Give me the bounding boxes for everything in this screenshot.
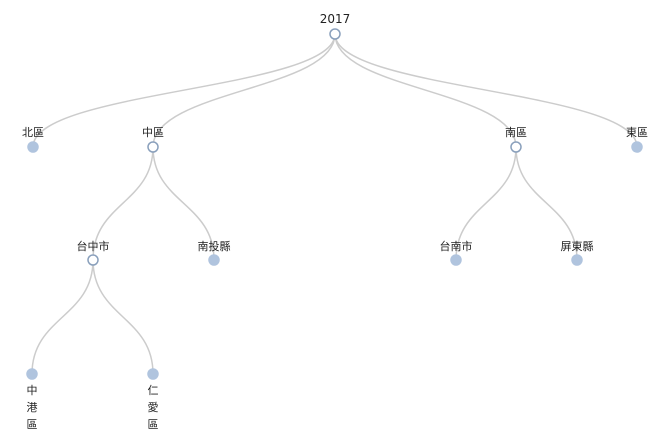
- node-north-label: 北區: [22, 126, 44, 139]
- node-nantou-circle[interactable]: [208, 254, 220, 266]
- node-central[interactable]: 中區: [142, 126, 164, 153]
- node-central-circle[interactable]: [147, 141, 159, 153]
- node-tainan[interactable]: 台南市: [440, 239, 473, 266]
- node-renai-label-char-2: 愛: [148, 401, 159, 414]
- node-zhonggang[interactable]: 中 港 區: [26, 368, 38, 431]
- link-central-nantou: [152, 146, 215, 261]
- link-root-north: [32, 33, 336, 148]
- node-pingtung[interactable]: 屏東縣: [561, 240, 594, 266]
- node-nantou-label: 南投縣: [198, 239, 231, 253]
- node-east-circle[interactable]: [631, 141, 643, 153]
- node-renai-circle[interactable]: [147, 368, 159, 380]
- node-taichung[interactable]: 台中市: [77, 239, 110, 266]
- node-taichung-label: 台中市: [77, 239, 110, 253]
- node-central-label: 中區: [142, 126, 164, 139]
- node-renai-label-char-1: 仁: [148, 384, 159, 397]
- node-tainan-label: 台南市: [440, 239, 473, 253]
- node-nantou[interactable]: 南投縣: [198, 239, 231, 266]
- node-south[interactable]: 南區: [505, 126, 527, 153]
- node-north[interactable]: 北區: [22, 126, 44, 153]
- node-pingtung-circle[interactable]: [571, 254, 583, 266]
- link-south-tainan: [455, 146, 517, 261]
- node-south-circle[interactable]: [510, 141, 522, 153]
- node-zhonggang-circle[interactable]: [26, 368, 38, 380]
- node-renai[interactable]: 仁 愛 區: [147, 368, 159, 431]
- node-root-circle[interactable]: [329, 28, 341, 40]
- node-tainan-circle[interactable]: [450, 254, 462, 266]
- link-taichung-renai: [92, 259, 154, 375]
- node-south-label: 南區: [505, 126, 527, 139]
- node-zhonggang-label-char-3: 區: [27, 418, 38, 431]
- node-east-label: 東區: [626, 126, 648, 139]
- link-root-central: [152, 33, 336, 148]
- node-root-label: 2017: [320, 12, 351, 26]
- node-pingtung-label: 屏東縣: [561, 240, 594, 253]
- link-taichung-zhonggang: [31, 259, 94, 375]
- link-root-east: [334, 33, 638, 148]
- link-root-south: [334, 33, 517, 148]
- node-north-circle[interactable]: [27, 141, 39, 153]
- tree-links: [31, 33, 638, 375]
- node-taichung-circle[interactable]: [87, 254, 99, 266]
- node-root[interactable]: 2017: [320, 12, 351, 40]
- link-south-pingtung: [515, 146, 578, 261]
- link-central-taichung: [92, 146, 154, 261]
- node-east[interactable]: 東區: [626, 126, 648, 153]
- node-renai-label-char-3: 區: [148, 418, 159, 431]
- node-zhonggang-label-char-2: 港: [27, 401, 38, 414]
- node-zhonggang-label-char-1: 中: [27, 384, 38, 397]
